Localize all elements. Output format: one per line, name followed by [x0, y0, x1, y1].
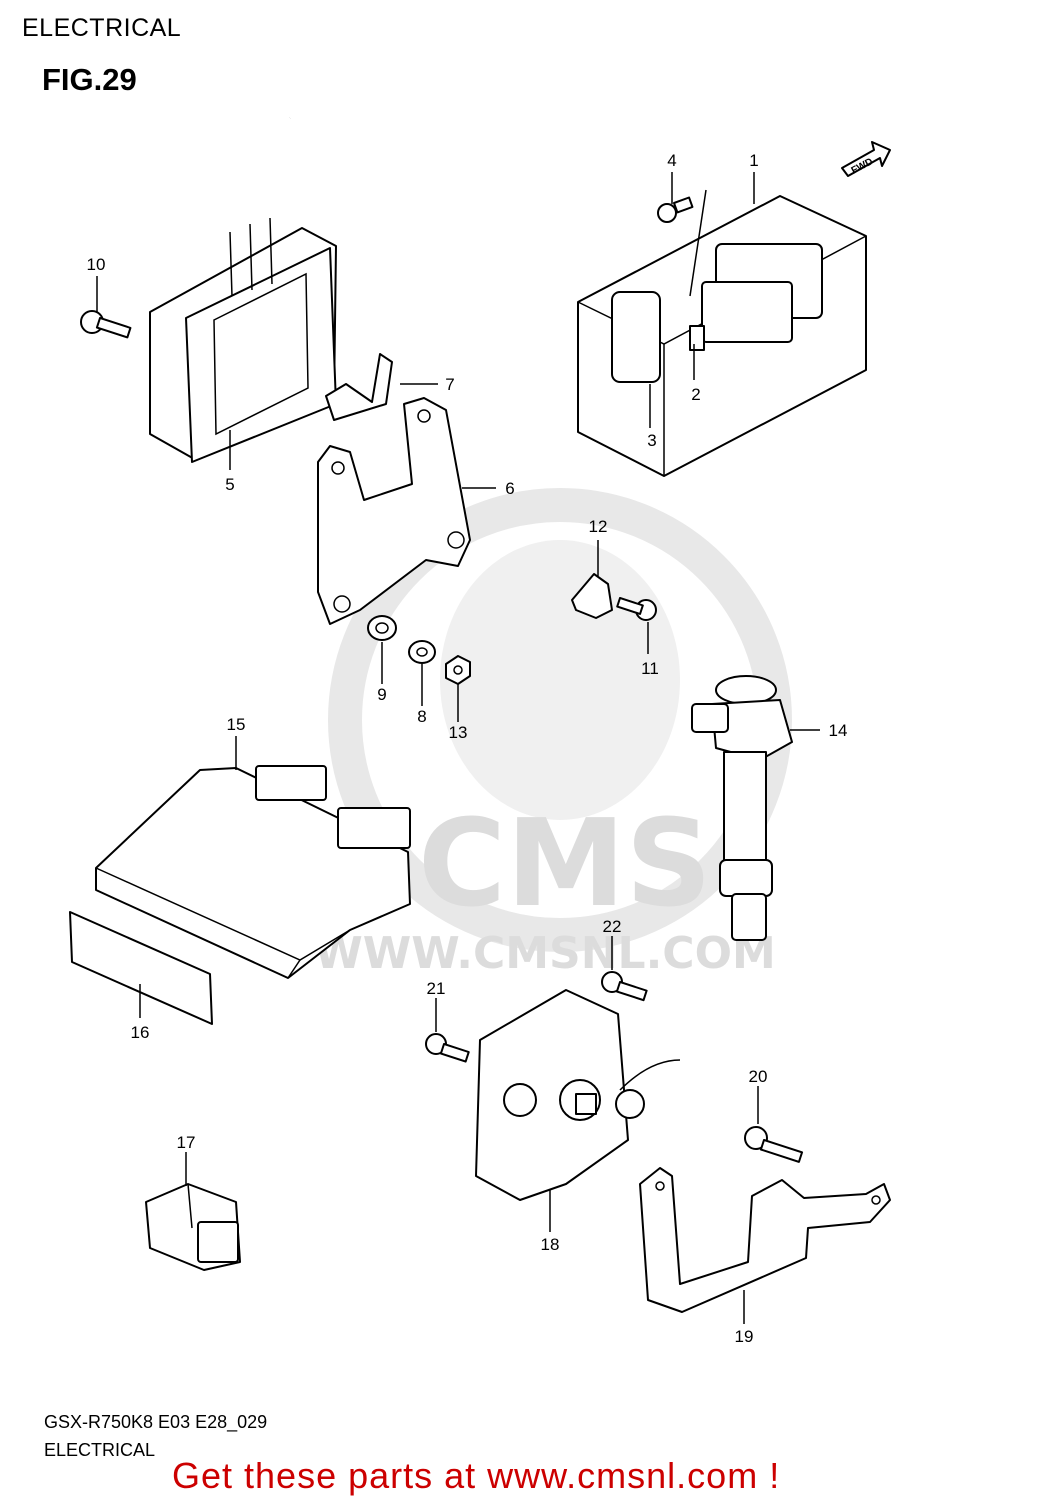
part-14-ignition-coil	[691, 675, 793, 941]
fwd-label: FWD	[850, 156, 875, 176]
callout-1: 1	[749, 151, 758, 170]
part-17-connector	[145, 1183, 241, 1271]
part-7-bracket	[325, 353, 393, 421]
section-header: ELECTRICAL	[22, 14, 182, 42]
part-4-screw	[657, 196, 694, 223]
part-11-bolt	[616, 597, 657, 621]
callout-6: 6	[505, 479, 514, 498]
callout-7: 7	[445, 375, 454, 394]
parts-link-banner[interactable]: Get these parts at www.cmsnl.com !	[172, 1455, 781, 1496]
part-9-grommet	[367, 615, 397, 641]
callout-11: 11	[641, 659, 659, 678]
callout-3: 3	[647, 431, 656, 450]
callout-16: 16	[131, 1023, 150, 1042]
part-18-sensor	[475, 989, 681, 1201]
part-1-relay-assembly	[577, 195, 867, 477]
callout-4: 4	[667, 151, 676, 170]
callout-14: 14	[829, 721, 848, 740]
callout-2: 2	[691, 385, 700, 404]
watermark-brand: CMS	[418, 795, 712, 934]
callout-13: 13	[449, 723, 468, 742]
callout-15: 15	[227, 715, 246, 734]
callout-21: 21	[427, 979, 446, 998]
callout-18: 18	[541, 1235, 560, 1254]
callout-numbers: 1 2 3 4 5 6 7 8 9 10 11 12 13 14 15 16 1…	[87, 151, 848, 1346]
watermark-site: WWW.CMSNL.COM	[314, 928, 776, 979]
watermark: CMS WWW.CMSNL.COM	[314, 488, 792, 979]
part-15-ecm	[95, 765, 411, 979]
callout-22: 22	[603, 917, 622, 936]
part-21-bolt	[425, 1033, 470, 1063]
model-code: GSX-R750K8 E03 E28_029	[44, 1412, 268, 1432]
part-10-bolt	[80, 310, 132, 339]
callout-12: 12	[589, 517, 608, 536]
callout-10: 10	[87, 255, 106, 274]
callout-20: 20	[749, 1067, 768, 1086]
leader-lines	[96, 172, 820, 1324]
fwd-arrow-icon: FWD	[841, 141, 891, 177]
part-22-bolt	[601, 971, 648, 1002]
part-8-washer	[408, 640, 436, 664]
part-16-pad	[69, 911, 213, 1025]
footer-title: ELECTRICAL	[44, 1440, 156, 1460]
part-19-bracket	[639, 1167, 891, 1313]
callout-5: 5	[225, 475, 234, 494]
callout-19: 19	[735, 1327, 754, 1346]
part-12-clamp	[571, 573, 613, 619]
figure-number: FIG.29	[42, 62, 137, 97]
callout-9: 9	[377, 685, 386, 704]
callout-17: 17	[177, 1133, 196, 1152]
part-6-plate	[317, 397, 471, 625]
callout-8: 8	[417, 707, 426, 726]
part-5-regulator	[149, 116, 337, 463]
part-13-nut	[445, 655, 471, 685]
part-20-bolt	[744, 1126, 804, 1163]
